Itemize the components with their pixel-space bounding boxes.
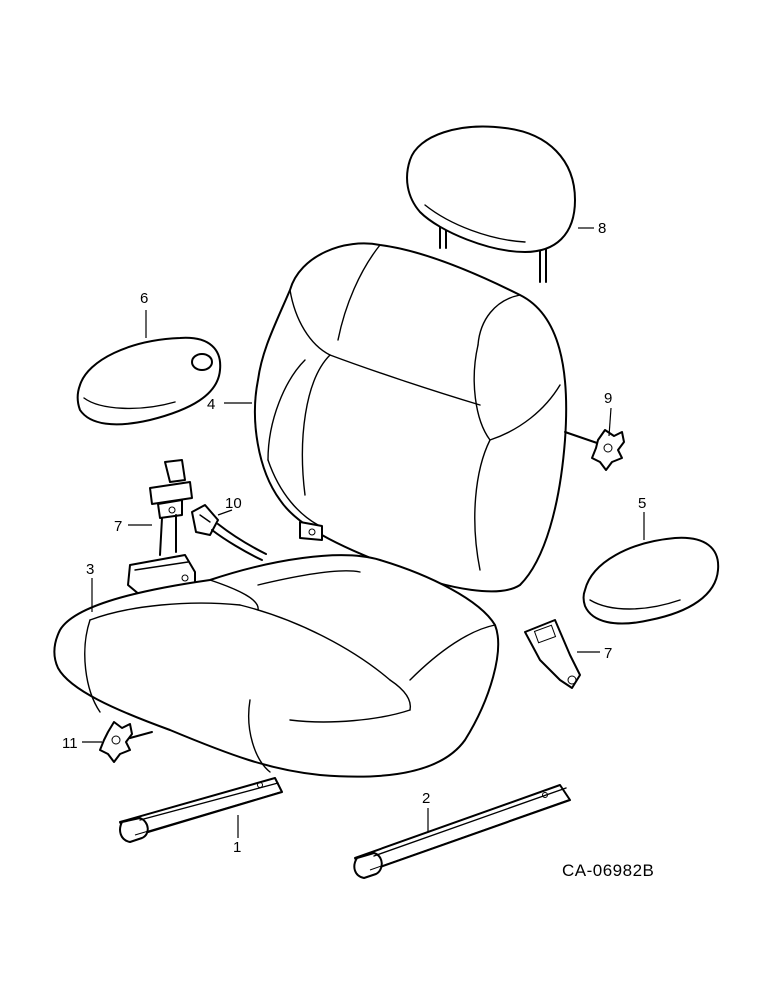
callout-7-retractor: 7 <box>114 518 122 535</box>
callout-6: 6 <box>140 290 148 307</box>
right-armrest-pad <box>582 536 720 625</box>
slide-rail-left <box>119 777 283 843</box>
slide-rail-right <box>353 784 571 879</box>
leader-lines <box>82 227 645 838</box>
callout-7-buckle: 7 <box>604 645 612 662</box>
callout-2: 2 <box>422 790 430 807</box>
seat-back <box>253 242 568 593</box>
seat-belt-buckle <box>524 619 581 689</box>
callout-9: 9 <box>604 390 612 407</box>
callout-8: 8 <box>598 220 606 237</box>
callout-3: 3 <box>86 561 94 578</box>
callout-5: 5 <box>638 495 646 512</box>
callout-10: 10 <box>225 495 242 512</box>
callout-1: 1 <box>233 839 241 856</box>
callout-11: 11 <box>62 735 78 752</box>
seat-belt-retractor <box>127 459 196 596</box>
seat-belt-tongue <box>191 504 267 561</box>
headrest <box>406 125 576 283</box>
seat-cushion <box>53 554 500 778</box>
callout-4: 4 <box>207 396 215 413</box>
figure-code: CA-06982B <box>562 861 654 880</box>
left-armrest-pad <box>76 336 222 426</box>
cushion-adjust-knob <box>99 721 153 763</box>
back-adjust-knob <box>564 429 625 471</box>
